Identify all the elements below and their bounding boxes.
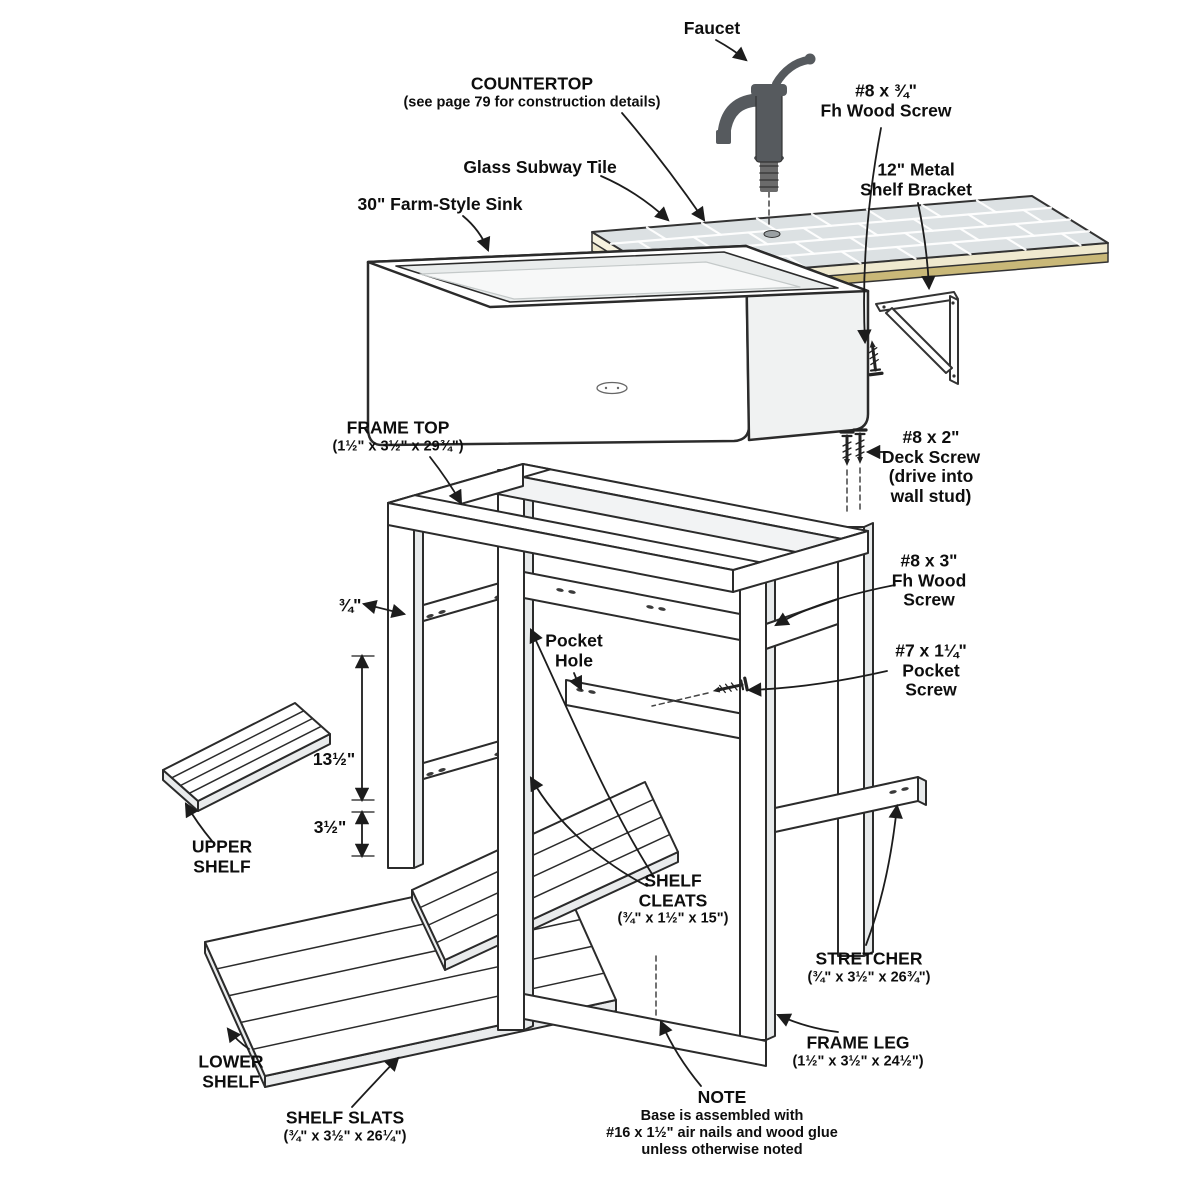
dimension-lines — [351, 599, 407, 859]
label-countertop: COUNTERTOP(see page 79 for construction … — [403, 73, 661, 111]
label-deck-screw: #8 x 2" Deck Screw (drive into wall stud… — [881, 426, 981, 506]
faucet-hole — [763, 230, 781, 238]
frame-legs-graphic — [387, 465, 874, 1031]
label-stretcher: STRETCHER(¾" x 3½" x 26¾") — [807, 948, 931, 986]
frame-rails-graphic — [523, 571, 927, 1067]
label-dim-13-half: 13½" — [312, 749, 356, 770]
label-upper-shelf: UPPER SHELF — [191, 836, 253, 876]
label-pocket-hole: Pocket Hole — [545, 630, 603, 670]
label-glass-subway-tile: Glass Subway Tile — [463, 157, 617, 178]
screws-graphic — [651, 337, 884, 1017]
label-shelf-slats: SHELF SLATS(¾" x 3½" x 26¼") — [283, 1107, 407, 1145]
label-pocket-screw: #7 x 1¼" Pocket Screw — [895, 640, 967, 700]
label-farm-style-sink: 30" Farm-Style Sink — [357, 194, 523, 215]
shelf-bracket-graphic — [875, 291, 959, 385]
label-frame-top: FRAME TOP(1½" x 3½" x 29¾") — [332, 417, 464, 455]
upper-shelf-graphic — [162, 702, 331, 812]
leader-lines — [184, 39, 936, 1108]
deck-screw-icon — [852, 428, 868, 466]
label-dim-three-quarter: ¾" — [338, 595, 362, 616]
label-lower-shelf: LOWER SHELF — [198, 1051, 264, 1091]
label-faucet: Faucet — [683, 18, 741, 39]
label-fh-wood-screw-3: #8 x 3" Fh Wood Screw — [891, 550, 967, 610]
label-fh-wood-screw-34: #8 x ¾" Fh Wood Screw — [820, 80, 952, 120]
sink-logo — [596, 381, 628, 395]
label-frame-leg: FRAME LEG(1½" x 3½" x 24½") — [792, 1032, 924, 1070]
label-dim-3-half: 3½" — [313, 817, 347, 838]
label-metal-shelf-bracket: 12" Metal Shelf Bracket — [860, 159, 972, 199]
sink-graphic — [366, 244, 870, 447]
frame-top-graphic — [387, 463, 869, 593]
deck-screw-icon — [839, 430, 855, 468]
label-shelf-cleats: SHELF CLEATS(¾" x 1½" x 15") — [617, 870, 729, 927]
faucet-graphic — [716, 53, 816, 227]
